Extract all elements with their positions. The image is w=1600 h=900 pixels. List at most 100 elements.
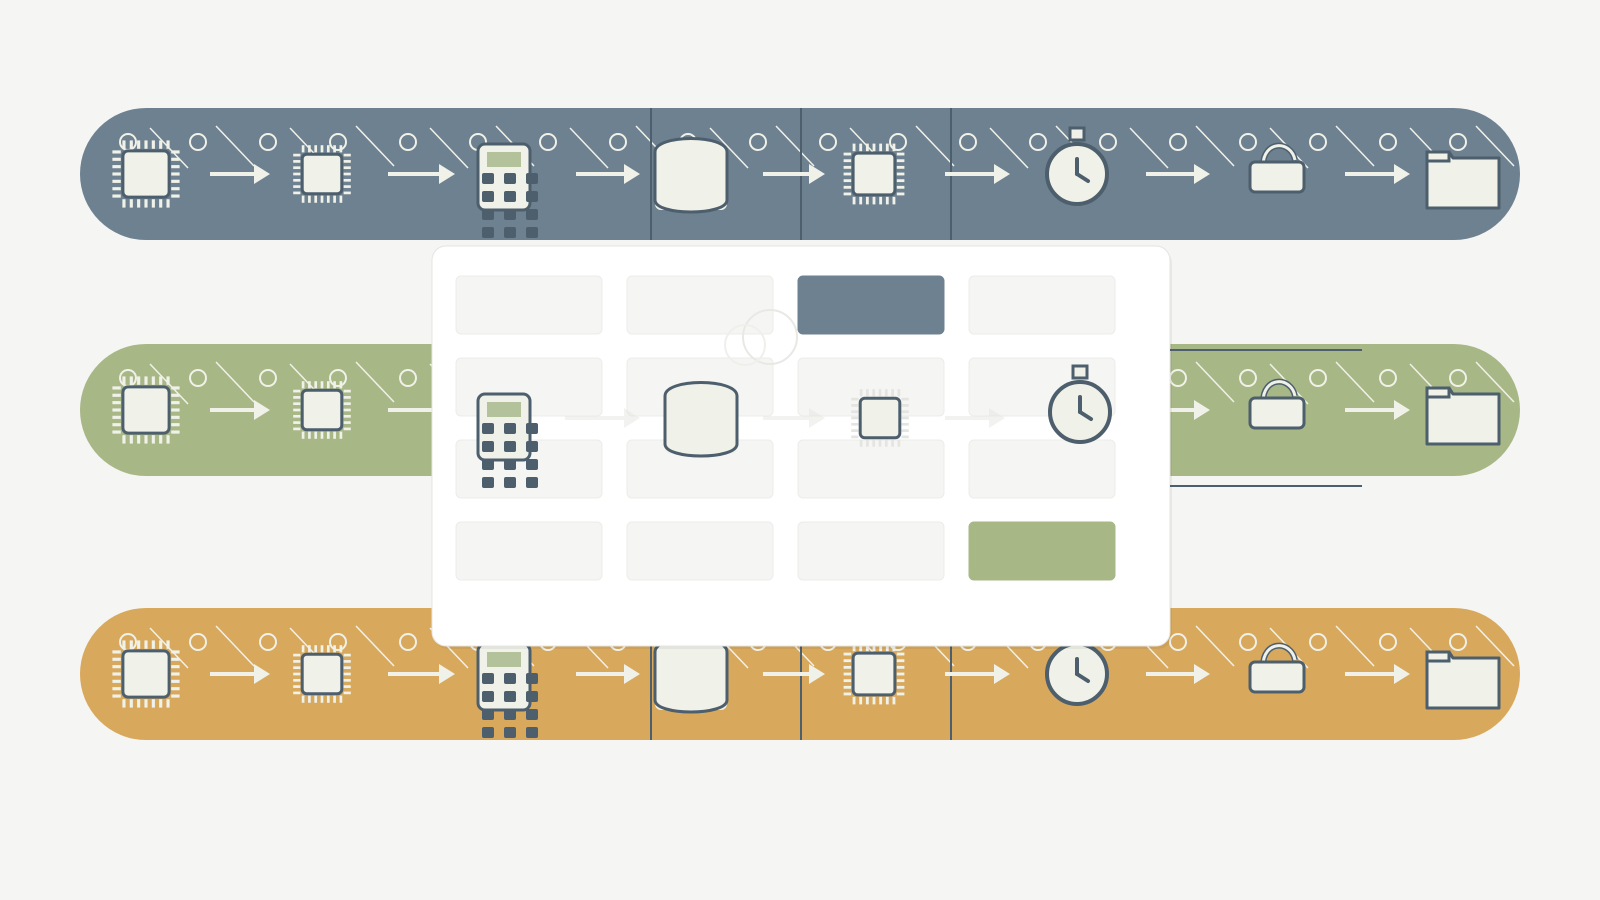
hatch-line [429,127,469,169]
cpu-chip-icon[interactable] [851,389,909,447]
connector-dot [1379,369,1397,387]
grid-tile[interactable] [455,521,603,581]
arrow-icon [1345,164,1410,184]
hatch-line [355,125,395,167]
connector-dot [1169,133,1187,151]
grid-tile[interactable] [626,275,774,335]
database-drum-icon[interactable] [663,381,739,458]
hatch-line [1129,127,1169,169]
arrow-icon [945,408,1005,428]
arrow-icon [945,164,1010,184]
connector-dot [399,369,417,387]
connector-dot [259,133,277,151]
hatch-line [355,361,395,403]
unlocked-padlock-icon[interactable] [1248,142,1306,194]
folder-icon[interactable] [1425,150,1501,210]
ring-decoration [724,324,766,366]
connector-dot [189,633,207,651]
connector-dot [189,369,207,387]
arrow-icon [576,164,640,184]
arrow-icon [565,408,640,428]
arrow-icon [210,664,270,684]
connector-dot [1239,133,1257,151]
grid-tile[interactable] [968,275,1116,335]
stopwatch-icon[interactable] [1048,364,1112,444]
hatch-line [569,127,609,169]
cpu-chip-icon[interactable] [843,143,905,205]
connector-dot [399,133,417,151]
arrow-icon [210,400,270,420]
unlocked-padlock-icon[interactable] [1248,642,1306,694]
connector-dot [1309,133,1327,151]
connector-dot [329,369,347,387]
hatch-line [1475,625,1515,667]
connector-dot [1449,369,1467,387]
connector-dot [259,633,277,651]
arrow-icon [388,664,455,684]
stopwatch-icon[interactable] [1045,126,1109,206]
connector-dot [1309,633,1327,651]
grid-tile-selected[interactable] [797,275,945,335]
connector-dot [1379,133,1397,151]
connector-dot [1239,633,1257,651]
hatch-line [1195,625,1235,667]
connector-dot [1099,133,1117,151]
hatch-line [215,625,255,667]
arrow-icon [763,164,825,184]
arrow-icon [1146,664,1210,684]
connector-dot [749,133,767,151]
hatch-line [1335,361,1375,403]
calculator-icon[interactable] [476,642,538,738]
cpu-chip-icon[interactable] [112,640,180,708]
hatch-line [355,625,395,667]
hatch-line [1475,361,1515,403]
hatch-line [709,127,749,169]
cpu-chip-icon[interactable] [112,376,180,444]
connector-dot [959,133,977,151]
ring-decoration [742,309,798,365]
connector-dot [1239,369,1257,387]
cpu-chip-icon[interactable] [293,381,351,439]
connector-dot [1379,633,1397,651]
folder-icon[interactable] [1425,650,1501,710]
cpu-chip-icon[interactable] [112,140,180,208]
connector-dot [1309,369,1327,387]
cpu-chip-icon[interactable] [293,645,351,703]
hatch-line [1335,625,1375,667]
arrow-icon [763,664,825,684]
overlay-panel [431,245,1172,649]
connector-dot [399,633,417,651]
arrow-icon [763,408,825,428]
database-drum-icon[interactable] [653,137,729,214]
hatch-line [1195,125,1235,167]
folder-icon[interactable] [1425,386,1501,446]
connector-dot [329,133,347,151]
arrow-icon [210,164,270,184]
grid-tile[interactable] [626,521,774,581]
unlocked-padlock-icon[interactable] [1248,378,1306,430]
cpu-chip-icon[interactable] [843,643,905,705]
connector-dot [259,369,277,387]
hatch-line [989,127,1029,169]
connector-dot [819,133,837,151]
connector-dot [539,133,557,151]
connector-dot [1029,133,1047,151]
calculator-icon[interactable] [476,142,538,238]
connector-dot [1169,633,1187,651]
grid-tile[interactable] [455,275,603,335]
arrow-icon [1345,400,1410,420]
database-drum-icon[interactable] [653,637,729,714]
hatch-line [215,125,255,167]
grid-tile[interactable] [797,439,945,499]
grid-tile-selected[interactable] [968,521,1116,581]
cpu-chip-icon[interactable] [293,145,351,203]
hatch-line [1195,361,1235,403]
connector-dot [609,133,627,151]
calculator-icon[interactable] [476,392,538,488]
arrow-icon [388,164,455,184]
connector-dot [189,133,207,151]
arrow-icon [1345,664,1410,684]
grid-tile[interactable] [797,521,945,581]
grid-tile[interactable] [968,439,1116,499]
